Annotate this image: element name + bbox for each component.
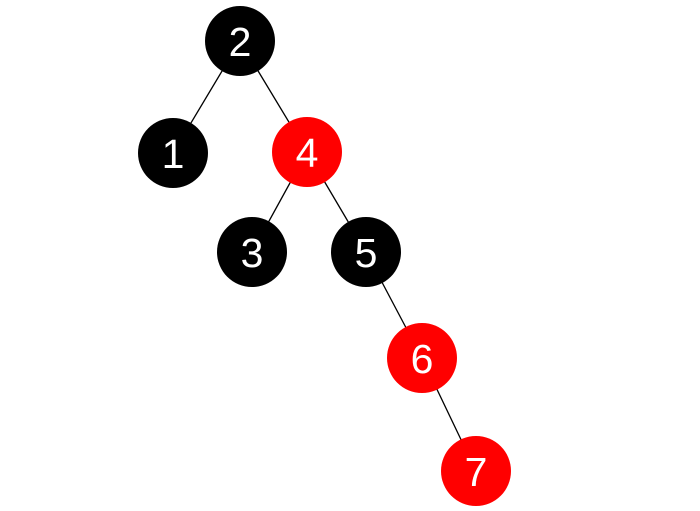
tree-node-4: 4	[272, 117, 342, 187]
node-circle-4	[272, 117, 342, 187]
node-label-3: 3	[241, 230, 264, 276]
node-label-6: 6	[411, 336, 434, 382]
node-circle-3	[217, 217, 287, 287]
node-label-7: 7	[465, 449, 488, 495]
node-circle-7	[441, 436, 511, 506]
tree-node-1: 1	[138, 118, 208, 188]
tree-node-6: 6	[387, 323, 457, 393]
node-circle-5	[331, 217, 401, 287]
node-circle-1	[138, 118, 208, 188]
node-label-4: 4	[296, 130, 319, 176]
tree-node-3: 3	[217, 217, 287, 287]
node-label-2: 2	[229, 19, 252, 65]
node-circle-2	[205, 6, 275, 76]
tree-node-2: 2	[205, 6, 275, 76]
tree-node-7: 7	[441, 436, 511, 506]
tree-node-5: 5	[331, 217, 401, 287]
node-label-5: 5	[355, 230, 378, 276]
node-circle-6	[387, 323, 457, 393]
node-label-1: 1	[162, 131, 185, 177]
